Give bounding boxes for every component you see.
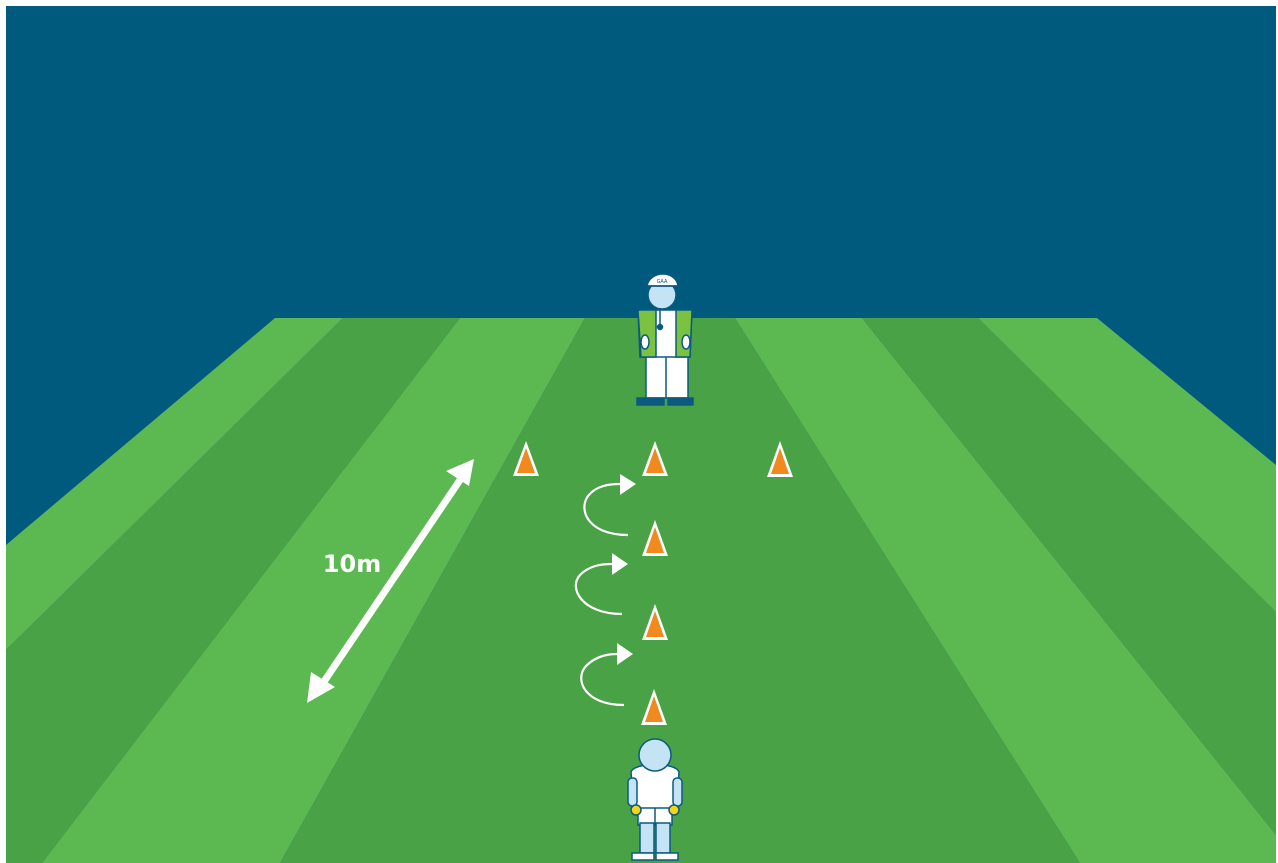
coach-cap-text: GAA — [657, 279, 668, 285]
distance-label: 10m — [323, 550, 381, 578]
